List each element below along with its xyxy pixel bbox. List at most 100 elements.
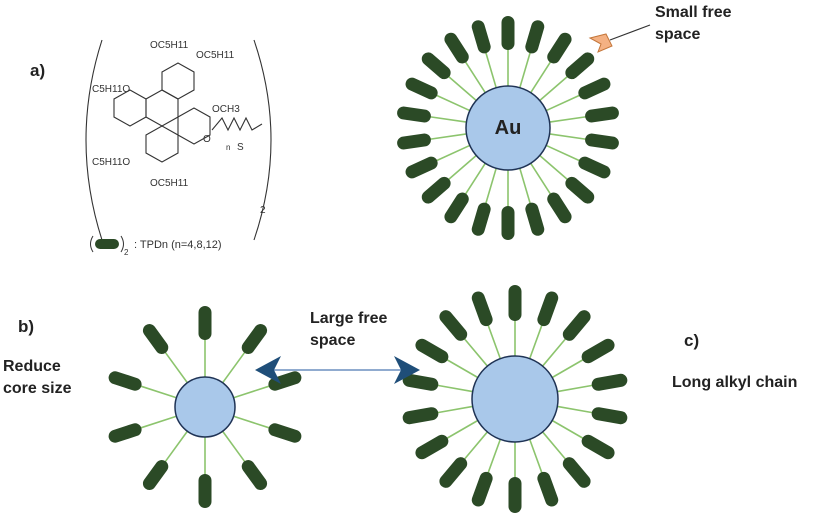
top-np-ligand (421, 176, 451, 204)
large-np-tether (528, 439, 544, 475)
group-bottom: OC5H11 (150, 178, 189, 189)
small-np-tether (139, 384, 177, 399)
small-np-ligand (241, 460, 268, 490)
large-np-ligand (415, 434, 449, 460)
long-chain-label: Long alkyl chain (672, 374, 797, 391)
top-np-ligand (397, 133, 431, 150)
top-np-ligand (444, 192, 469, 224)
reduce-core-label-1: Reduce (3, 358, 61, 375)
top-np-tether (484, 168, 497, 205)
large-np-tether (445, 419, 479, 440)
top-np-ligand (501, 206, 515, 240)
small-np-ligand (108, 423, 142, 443)
left-ring (113, 89, 147, 127)
large-np-tether (462, 431, 488, 461)
top-np-ligand (397, 106, 431, 123)
nanoparticle-long-chain (402, 285, 628, 513)
top-np-tether (447, 75, 477, 102)
pointer-line (609, 24, 651, 41)
large-np-tether (486, 323, 502, 359)
top-np-tether (519, 168, 532, 205)
large-np-tether (557, 384, 594, 393)
group-left-lower: C5H11O (92, 157, 130, 168)
legend: 2 : TPDn (n=4,8,12) (90, 235, 222, 257)
top-np-ligand (565, 176, 595, 204)
group-chain-n: n (226, 143, 230, 152)
large-np-ligand (471, 471, 493, 507)
large-np-ligand (439, 310, 468, 341)
large-np-ligand (508, 285, 522, 321)
top-np-ligand (471, 20, 491, 54)
top-np-tether (545, 144, 582, 162)
small-np-tether (139, 415, 177, 430)
small-np-tether (233, 384, 271, 399)
top-np-tether (530, 162, 552, 196)
small-np-tether (221, 430, 247, 464)
core-label-au: Au (495, 117, 522, 139)
large-np-tether (542, 337, 568, 367)
group-top-left: OC5H11 (150, 40, 189, 51)
small-np-ligand (198, 474, 212, 508)
large-np-tether (445, 358, 479, 379)
large-np-ligand (591, 407, 628, 425)
panel-label-a: a) (30, 61, 45, 80)
top-np-tether (434, 94, 471, 112)
top-np-ligand (585, 133, 619, 150)
group-sulfur: S (237, 142, 244, 153)
top-np-tether (464, 60, 486, 94)
right-parenthesis (253, 39, 272, 241)
large-np-tether (542, 431, 568, 461)
top-np-tether (530, 60, 552, 94)
reduce-core-label-2: core size (3, 380, 72, 397)
small-np-core (174, 376, 236, 438)
structure-labels: OC5H11 OC5H11 C5H11O OCH3 O S n C5H11O O… (92, 40, 266, 216)
top-np-ligand (585, 106, 619, 123)
top-np-tether (464, 162, 486, 196)
legend-text: : TPDn (n=4,8,12) (134, 239, 222, 251)
top-np-ligand (525, 202, 545, 236)
top-np-ligand (578, 156, 611, 179)
large-free-space-label-2: space (310, 332, 355, 349)
large-np-ligand (562, 310, 591, 341)
large-np-ligand (591, 373, 628, 391)
small-free-space-label-2: space (655, 26, 700, 43)
group-left-upper: C5H11O (92, 84, 130, 95)
group-linker-o: O (203, 134, 211, 145)
center-ring (145, 89, 179, 127)
top-np-ligand (501, 16, 515, 50)
top-np-tether (519, 51, 532, 88)
top-np-core (465, 85, 551, 171)
top-np-ligand (565, 52, 595, 80)
large-np-ligand (562, 457, 591, 488)
legend-ligand-swatch (95, 239, 119, 249)
alkyl-chain (211, 116, 263, 132)
top-np-tether (447, 154, 477, 181)
top-np-ligand (405, 156, 438, 179)
group-right-upper: OCH3 (212, 104, 240, 115)
paren-subscript: 2 (260, 205, 266, 216)
top-np-ligand (578, 77, 611, 100)
top-np-tether (539, 75, 569, 102)
panel-label-c: c) (684, 331, 699, 350)
top-np-tether (549, 115, 588, 123)
large-np-ligand (537, 471, 559, 507)
large-np-tether (528, 323, 544, 359)
top-np-ligand (471, 202, 491, 236)
large-np-ligand (402, 407, 439, 425)
large-np-ligand (471, 291, 493, 327)
top-np-tether (428, 133, 467, 141)
large-space-arrow (255, 356, 420, 384)
top-np-ligand (525, 20, 545, 54)
large-np-tether (436, 384, 473, 393)
top-np-tether (549, 133, 588, 141)
orange-chevron-icon (588, 33, 613, 53)
large-np-tether (551, 358, 585, 379)
gold-nanoparticle-top (397, 16, 619, 240)
small-np-ligand (268, 423, 302, 443)
small-np-ligand (142, 324, 169, 354)
group-top-right: OC5H11 (196, 50, 235, 61)
top-np-tether (428, 115, 467, 123)
top-ring (161, 62, 195, 100)
small-space-pointer (588, 24, 651, 53)
